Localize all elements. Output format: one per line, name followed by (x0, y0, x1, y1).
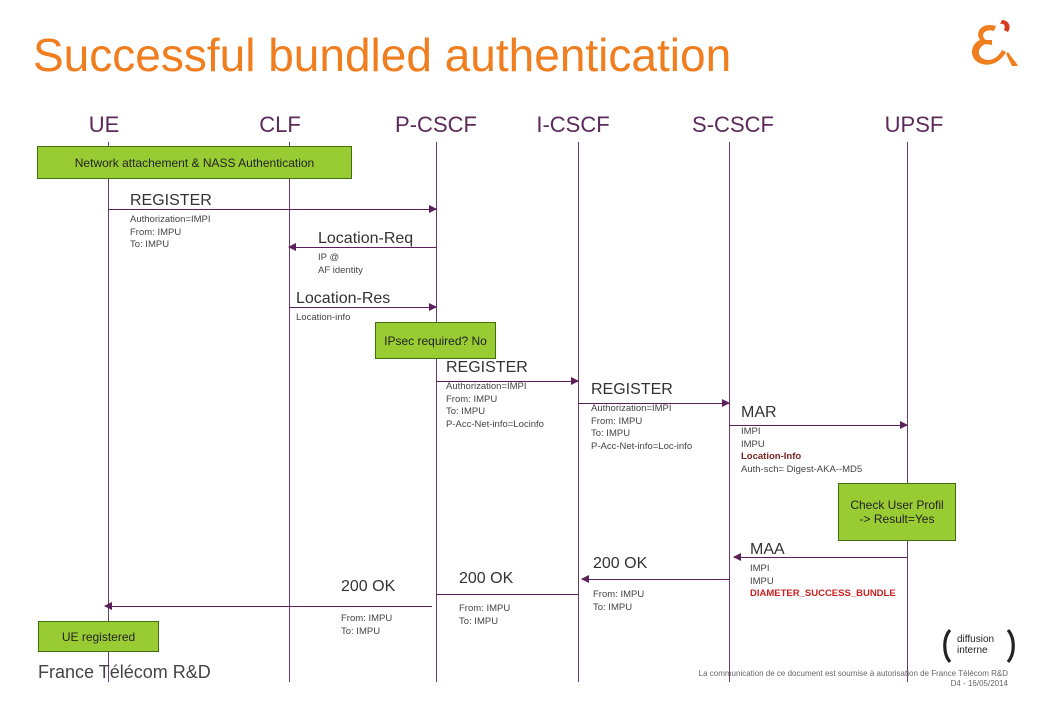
column-label-clf: CLF (259, 112, 301, 137)
nass-authentication-box: Network attachement & NASS Authenticatio… (37, 146, 352, 179)
ok-arrow-scscf-icscf (581, 575, 729, 583)
ue-registered-box: UE registered (38, 621, 159, 652)
ok-arrow-icscf-pcscf (436, 594, 578, 595)
column-label-scscf: S-CSCF (692, 112, 774, 137)
location-req-label: Location-Req (318, 230, 414, 247)
footer-confidentiality-note: La communication de ce document est soum… (698, 669, 1008, 688)
page-title: Successful bundled authentication (33, 29, 732, 81)
maa-arrow (733, 553, 907, 561)
ok-arrow-pcscf-ue (104, 602, 432, 610)
footer-organization: France Télécom R&D (38, 662, 211, 682)
register-label-2: REGISTER (446, 359, 528, 376)
location-res-label: Location-Res (296, 290, 391, 307)
mar-arrow (729, 421, 908, 429)
column-label-upsf: UPSF (884, 112, 944, 137)
location-req-arrow (288, 243, 436, 251)
register-label-1: REGISTER (130, 192, 212, 209)
register-label-3: REGISTER (591, 381, 673, 398)
check-user-profile-box: Check User Profil -> Result=Yes (838, 483, 956, 541)
maa-label: MAA (750, 541, 785, 558)
mar-label: MAR (741, 404, 777, 421)
location-res-arrow (289, 303, 437, 311)
location-req-params: IP @AF identity (318, 252, 363, 276)
diffusion-interne-badge: diffusion interne (942, 628, 1016, 664)
ipsec-required-box: IPsec required? No (375, 322, 496, 359)
register-arrow-ue-pcscf (108, 205, 437, 213)
ok-label-3: 200 OK (593, 555, 648, 572)
lifeline-scscf (729, 142, 730, 682)
lifeline-clf (289, 142, 290, 682)
location-res-params: Location-info (296, 312, 351, 323)
lifeline-upsf (907, 142, 908, 682)
register-arrow-pcscf-icscf (436, 377, 579, 385)
lifeline-ue (108, 142, 109, 682)
register-arrow-icscf-scscf (578, 399, 730, 407)
badge-text-top: diffusion (957, 634, 995, 645)
badge-text-bottom: interne (957, 645, 988, 656)
column-label-icscf: I-CSCF (536, 112, 610, 137)
lifeline-icscf (578, 142, 579, 682)
bracket-icon (943, 628, 1015, 664)
column-label-ue: UE (88, 112, 120, 137)
column-label-pcscf: P-CSCF (395, 112, 477, 137)
ok-label-2: 200 OK (459, 570, 514, 587)
ok-label-1: 200 OK (341, 578, 396, 595)
ampersand-logo-icon (972, 20, 1018, 66)
lifeline-pcscf (436, 142, 437, 682)
